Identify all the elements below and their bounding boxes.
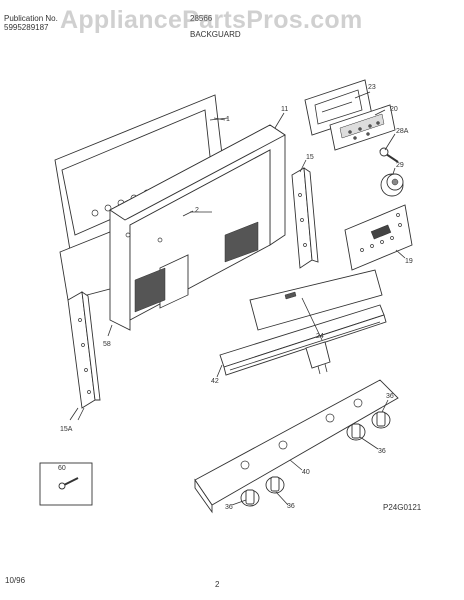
publication-number: 5995289187: [4, 23, 49, 32]
left-bracket-part: [67, 291, 101, 421]
callout-58: 58: [103, 341, 111, 348]
leader-lines: [69, 91, 406, 506]
callout-42: 42: [211, 378, 219, 385]
glass-panel-slot: [284, 291, 297, 300]
burner-knob-part: [346, 423, 366, 441]
callout-15: 15: [306, 154, 314, 161]
right-bracket-part: [291, 167, 319, 269]
callout-15a: 15A: [60, 426, 73, 433]
footer-date: 10/96: [5, 576, 26, 585]
control-knob-part: [380, 173, 404, 197]
callout-11: 11: [281, 106, 289, 113]
page-number: 2: [215, 580, 220, 589]
callout-24: 24: [316, 333, 324, 340]
model-number: 28566: [190, 14, 213, 23]
callout-36-top: 36: [386, 393, 394, 400]
glass-panel-part: [249, 269, 383, 331]
control-panel-overlay-part: [344, 204, 413, 271]
inset-screw-box: [39, 462, 93, 506]
callout-23: 23: [368, 84, 376, 91]
callout-60: 60: [58, 465, 66, 472]
manifold-panel-part: [194, 379, 399, 514]
backguard-frame-part: [109, 124, 286, 331]
callout-28a: 28A: [396, 128, 409, 135]
trim-strip-part: [219, 304, 387, 376]
callout-36-left: 36: [225, 504, 233, 511]
switch-part: [305, 341, 331, 375]
callout-1: 1: [226, 116, 230, 123]
callout-20: 20: [390, 106, 398, 113]
burner-knob-part: [371, 411, 391, 429]
callout-19: 19: [405, 258, 413, 265]
diagram-code: P24G0121: [383, 503, 422, 512]
callout-29: 29: [396, 162, 404, 169]
callout-40: 40: [302, 469, 310, 476]
publication-label: Publication No.: [4, 14, 58, 23]
callout-36-right: 36: [378, 448, 386, 455]
callout-36-mid: 36: [287, 503, 295, 510]
watermark: AppliancePartsPros.com: [60, 6, 363, 34]
electronic-control-part: [329, 104, 396, 151]
screw-part: [379, 147, 399, 163]
callout-2: 2: [195, 207, 199, 214]
burner-knob-part: [240, 489, 260, 507]
burner-knob-part: [265, 476, 285, 494]
section-title: BACKGUARD: [190, 30, 241, 39]
